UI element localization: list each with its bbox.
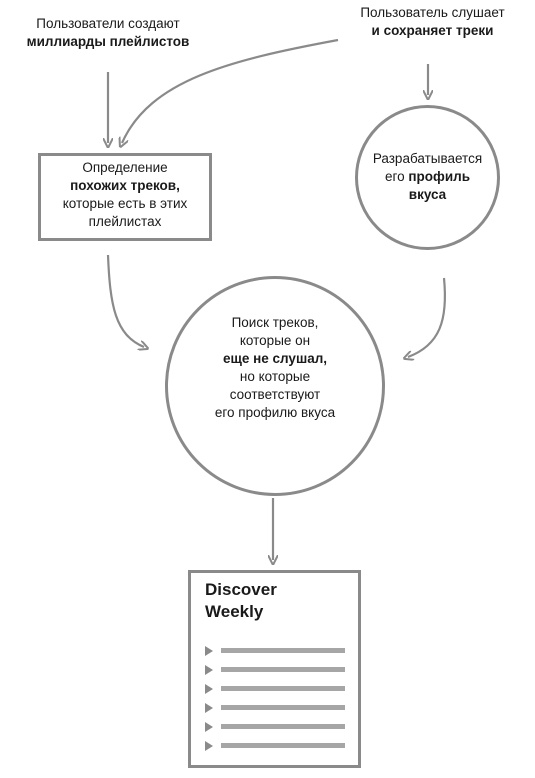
arrow-taste-to-search	[408, 277, 447, 357]
discover-weekly-title: Discover Weekly	[205, 580, 277, 621]
play-icon	[205, 703, 213, 713]
search-tracks-circle	[165, 276, 385, 496]
play-icon	[205, 665, 213, 675]
track-line	[221, 686, 345, 691]
track-line	[221, 648, 345, 653]
search-tracks-label: Поиск треков, которые он еще не слушал, …	[214, 315, 336, 420]
track-line	[221, 724, 345, 729]
play-icon	[205, 684, 213, 694]
play-icon	[205, 741, 213, 751]
play-icon	[205, 646, 213, 656]
arrow-listens-to-similar	[122, 38, 339, 143]
user-listens-label: Пользователь слушает и сохраняет треки	[360, 5, 505, 38]
track-row	[205, 722, 345, 732]
track-row	[205, 684, 345, 694]
track-line	[221, 743, 345, 748]
track-row	[205, 665, 345, 675]
similar-tracks-box	[38, 153, 212, 241]
play-icon	[205, 722, 213, 732]
track-row	[205, 741, 345, 751]
users-create-playlists-label: Пользователи создают миллиарды плейлисто…	[26, 16, 190, 49]
similar-tracks-label: Определение похожих треков, которые есть…	[62, 160, 188, 229]
track-row	[205, 703, 345, 713]
track-row	[205, 646, 345, 656]
arrow-similar-to-search	[106, 254, 144, 347]
track-line	[221, 667, 345, 672]
track-line	[221, 705, 345, 710]
taste-profile-circle	[355, 105, 500, 250]
discover-weekly-card: Discover Weekly	[188, 570, 361, 768]
taste-profile-label: Разрабатывается его профиль вкуса	[372, 151, 483, 202]
